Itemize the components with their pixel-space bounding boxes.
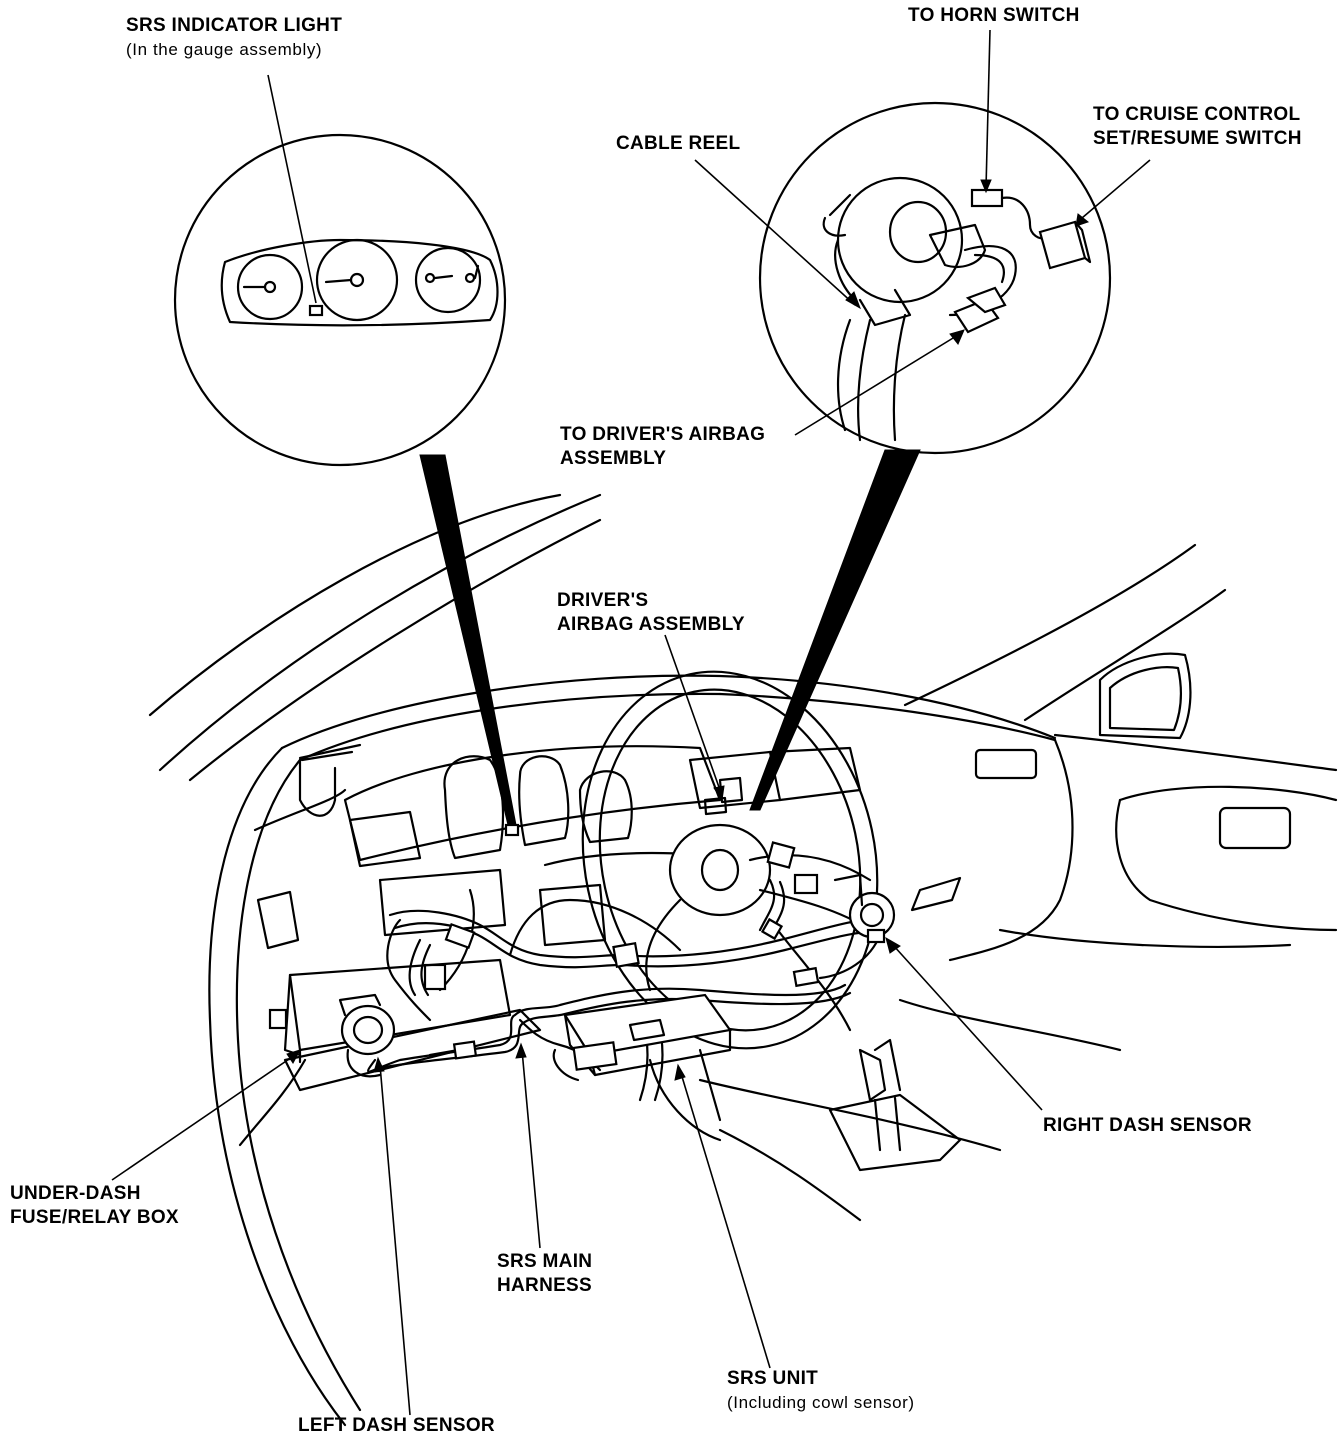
cruise-control-label: TO CRUISE CONTROL SET/RESUME SWITCH: [1093, 103, 1302, 151]
left-door-frame: [208, 746, 362, 1427]
leader-lines: [111, 29, 1151, 1416]
right-dash-sensor-shape: [833, 873, 896, 944]
under-dash-fuse-relay-box-label: UNDER-DASH FUSE/RELAY BOX: [10, 1182, 179, 1230]
drivers-airbag-connector-line1: TO DRIVER'S AIRBAG: [560, 424, 766, 445]
right-dash-sensor-label: RIGHT DASH SENSOR: [1043, 1114, 1252, 1138]
gauge-assembly-callout: [173, 133, 517, 826]
srs-unit-label: SRS UNIT (Including cowl sensor): [727, 1367, 915, 1415]
srs-unit-shape: [563, 993, 732, 1077]
drivers-airbag-line2: AIRBAG ASSEMBLY: [557, 614, 745, 635]
srs-indicator-light-note: (In the gauge assembly): [126, 40, 323, 59]
srs-unit-title: SRS UNIT: [727, 1368, 819, 1389]
left-dash-sensor-shape: [338, 993, 396, 1078]
horn-switch-label: TO HORN SWITCH: [908, 4, 1080, 28]
cable-reel-text: CABLE REEL: [616, 133, 741, 154]
cruise-control-line2: SET/RESUME SWITCH: [1093, 128, 1302, 149]
srs-main-harness-line2: HARNESS: [497, 1275, 593, 1296]
left-dash-sensor-text: LEFT DASH SENSOR: [298, 1415, 495, 1436]
srs-indicator-light-label: SRS INDICATOR LIGHT (In the gauge assemb…: [126, 14, 342, 62]
drivers-airbag-assembly-label: DRIVER'S AIRBAG ASSEMBLY: [557, 589, 745, 637]
windshield-frame: [148, 493, 1338, 782]
cable-reel-callout: [749, 101, 1112, 811]
srs-main-harness-line1: SRS MAIN: [497, 1251, 593, 1272]
srs-unit-note: (Including cowl sensor): [727, 1393, 915, 1412]
under-dash-line1: UNDER-DASH: [10, 1183, 141, 1204]
right-dash-sensor-text: RIGHT DASH SENSOR: [1043, 1115, 1252, 1136]
horn-switch-text: TO HORN SWITCH: [908, 5, 1080, 26]
cruise-control-line1: TO CRUISE CONTROL: [1093, 104, 1301, 125]
srs-main-harness-wiring: [268, 841, 882, 1102]
steering-wheel: [581, 670, 879, 1142]
srs-main-harness-label: SRS MAIN HARNESS: [497, 1250, 592, 1298]
dashboard: [253, 674, 1057, 1092]
srs-indicator-light-title: SRS INDICATOR LIGHT: [126, 15, 343, 36]
left-dash-sensor-label: LEFT DASH SENSOR: [298, 1414, 495, 1438]
drivers-airbag-line1: DRIVER'S: [557, 590, 649, 611]
right-dash-panel: [910, 652, 1338, 962]
cable-reel-label: CABLE REEL: [616, 132, 740, 156]
center-console: [698, 998, 1122, 1222]
drivers-airbag-connector-line2: ASSEMBLY: [560, 448, 667, 469]
under-dash-line2: FUSE/RELAY BOX: [10, 1207, 179, 1228]
drivers-airbag-connector-label: TO DRIVER'S AIRBAG ASSEMBLY: [560, 423, 765, 471]
